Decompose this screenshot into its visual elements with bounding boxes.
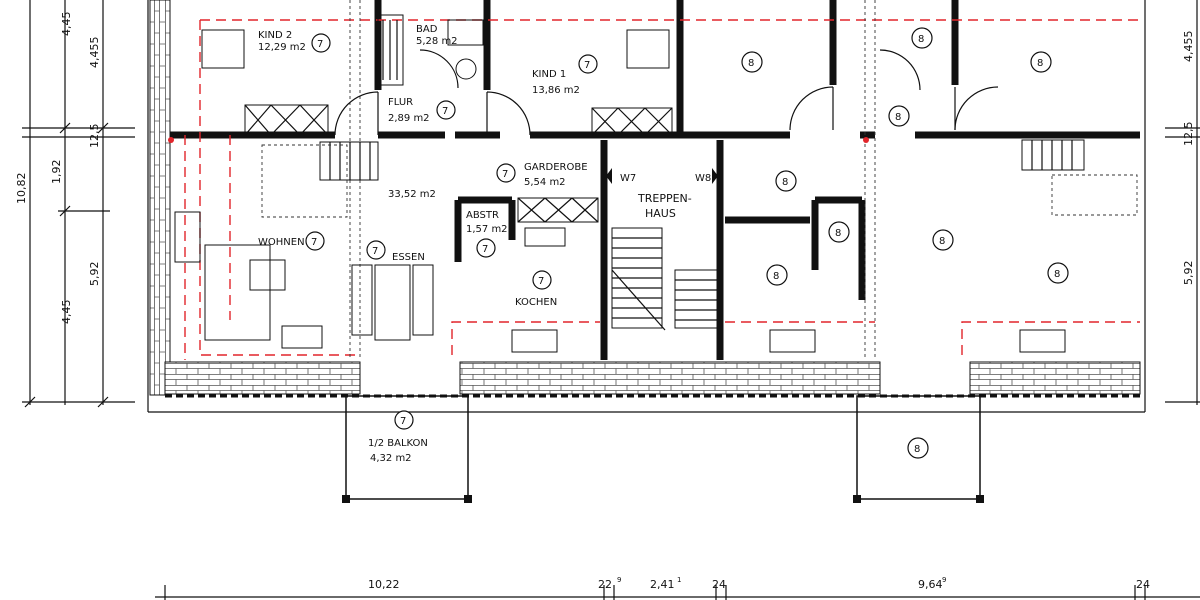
dimension-chain-bottom xyxy=(155,585,1200,600)
room-bad: BAD 5,28 m2 xyxy=(416,24,458,47)
room-label: FLUR xyxy=(388,97,413,108)
room-num: 7 xyxy=(372,246,378,257)
furniture xyxy=(174,14,1066,353)
room-area: 5,28 m2 xyxy=(416,36,458,47)
room-balkon: 7 1/2 BALKON 4,32 m2 xyxy=(368,410,428,464)
room-area: 5,54 m2 xyxy=(524,177,566,188)
room-label: KOCHEN xyxy=(515,297,557,308)
unit-label: 8 xyxy=(748,58,754,69)
stairwell-label-2: HAUS xyxy=(645,207,676,220)
room-label: BAD xyxy=(416,24,438,35)
dim-bottom-2: 22 xyxy=(598,578,612,591)
unit-label: 8 xyxy=(939,236,945,247)
dim-bottom-4: 24 xyxy=(712,578,726,591)
room-label: KIND 1 xyxy=(532,69,566,80)
dim-left-1: 4,45 xyxy=(60,12,73,37)
unit-label: 8 xyxy=(835,228,841,239)
room-essen: 7 ESSEN xyxy=(366,240,425,263)
dim-left-3: 10,82 xyxy=(15,173,28,205)
room-label: WOHNEN xyxy=(258,237,305,248)
room-wohnen: WOHNEN 7 xyxy=(258,231,325,251)
dim-left-5: 1,92 xyxy=(50,160,63,185)
dim-left-4: 12,5 xyxy=(88,124,101,149)
unit-label: 8 xyxy=(918,34,924,45)
dim-left-2: 4,455 xyxy=(88,37,101,69)
unit-label: 8 xyxy=(895,112,901,123)
unit-label: 8 xyxy=(1037,58,1043,69)
room-num: 7 xyxy=(400,416,406,427)
window-units xyxy=(244,104,673,223)
room-kind-2: KIND 2 12,29 m2 7 xyxy=(258,30,331,53)
room-num: 7 xyxy=(538,276,544,287)
interior-walls xyxy=(170,0,1140,360)
staircase-left-unit xyxy=(261,141,379,218)
dim-bottom-5-sup: 9 xyxy=(942,576,946,584)
room-area-living-total: 33,52 m2 xyxy=(388,189,436,200)
dim-right-2: 12,5 xyxy=(1182,122,1195,147)
room-area: 2,89 m2 xyxy=(388,113,430,124)
room-label: 1/2 BALKON xyxy=(368,438,428,449)
dim-left-6: 5,92 xyxy=(88,262,101,287)
room-flur: FLUR 2,89 m2 7 xyxy=(388,97,456,124)
dimension-chain-left xyxy=(22,0,135,408)
stairwell-label-1: TREPPEN- xyxy=(637,192,692,205)
dim-bottom-1: 10,22 xyxy=(368,578,400,591)
unit-label: 8 xyxy=(914,444,920,455)
room-num: 7 xyxy=(442,106,448,117)
unit-label: 8 xyxy=(773,271,779,282)
room-label: GARDEROBE xyxy=(524,162,588,173)
room-num: 7 xyxy=(502,169,508,180)
balconies xyxy=(342,395,984,503)
room-abstr: ABSTR 1,57 m2 7 xyxy=(466,210,508,258)
room-num: 7 xyxy=(311,237,317,248)
dim-right-1: 4,455 xyxy=(1182,31,1195,63)
room-kochen: 7 KOCHEN xyxy=(515,270,557,308)
marker-red-1 xyxy=(863,137,869,143)
room-num: 7 xyxy=(482,244,488,255)
room-num: 7 xyxy=(317,39,323,50)
dim-bottom-2-sup: 9 xyxy=(617,576,621,584)
dimension-chain-right xyxy=(1165,0,1200,405)
dim-right-3: 5,92 xyxy=(1182,261,1195,286)
dim-left-7: 4,45 xyxy=(60,300,73,325)
door-swings xyxy=(334,49,999,136)
unit-label: 8 xyxy=(782,177,788,188)
room-area: 13,86 m2 xyxy=(532,85,580,96)
unit-label: 8 xyxy=(1054,269,1060,280)
room-label: ESSEN xyxy=(392,252,425,263)
exterior-walls xyxy=(147,0,1146,413)
dim-bottom-6: 24 xyxy=(1136,578,1150,591)
room-num: 7 xyxy=(584,60,590,71)
room-area: 4,32 m2 xyxy=(370,453,412,464)
staircase-right-unit xyxy=(1021,139,1138,216)
room-kind-1: KIND 1 13,86 m2 7 xyxy=(532,54,598,96)
staircase-main xyxy=(606,168,718,331)
wall-label-w7: W7 xyxy=(620,173,636,184)
dim-bottom-5: 9,64 xyxy=(918,578,943,591)
unit-8-markers: 8 8 8 8 8 8 8 8 8 8 xyxy=(741,27,1069,459)
dim-bottom-3-sup: 1 xyxy=(677,576,681,584)
room-area: 12,29 m2 xyxy=(258,42,306,53)
wall-label-w8: W8 xyxy=(695,173,711,184)
room-label: KIND 2 xyxy=(258,30,292,41)
room-label: ABSTR xyxy=(466,210,499,221)
dim-bottom-3: 2,41 xyxy=(650,578,675,591)
room-area: 1,57 m2 xyxy=(466,224,508,235)
room-garderobe: 7 GARDEROBE 5,54 m2 xyxy=(496,162,588,188)
marker-red-2 xyxy=(168,137,174,143)
